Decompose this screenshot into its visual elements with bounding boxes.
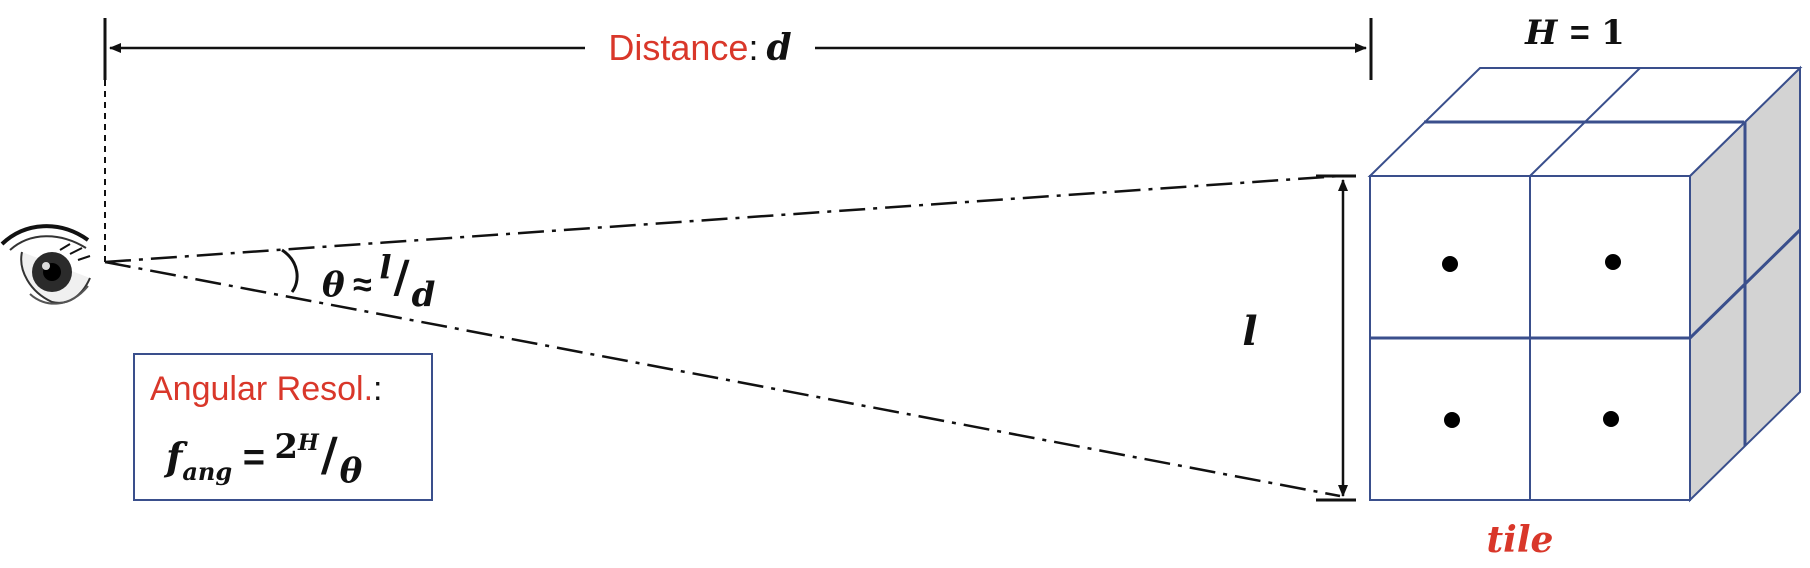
distance-label: Distance:d — [608, 27, 791, 69]
angular-resolution-formula: fang=2H/θ — [163, 427, 363, 491]
angle-formula: θ≈l/d — [322, 248, 436, 315]
angular-resolution-title: Angular Resol.: — [150, 370, 382, 408]
angle-arc — [281, 248, 299, 293]
height-label: H=1 — [1524, 13, 1625, 53]
tile-label: tile — [1487, 519, 1554, 561]
sample-point — [1605, 254, 1621, 270]
distance-dimension: Distance:d — [103, 18, 1373, 80]
sample-point — [1442, 256, 1458, 272]
tile-cube — [1367, 65, 1803, 503]
sample-point — [1444, 412, 1460, 428]
sample-point — [1603, 411, 1619, 427]
tile-sample-points — [1442, 254, 1621, 428]
angular-resolution-box: Angular Resol.: fang=2H/θ — [133, 353, 433, 501]
length-label: l — [1242, 308, 1257, 355]
sight-lines — [104, 174, 1341, 498]
length-dimension — [1316, 174, 1356, 502]
eye-icon — [0, 224, 91, 305]
